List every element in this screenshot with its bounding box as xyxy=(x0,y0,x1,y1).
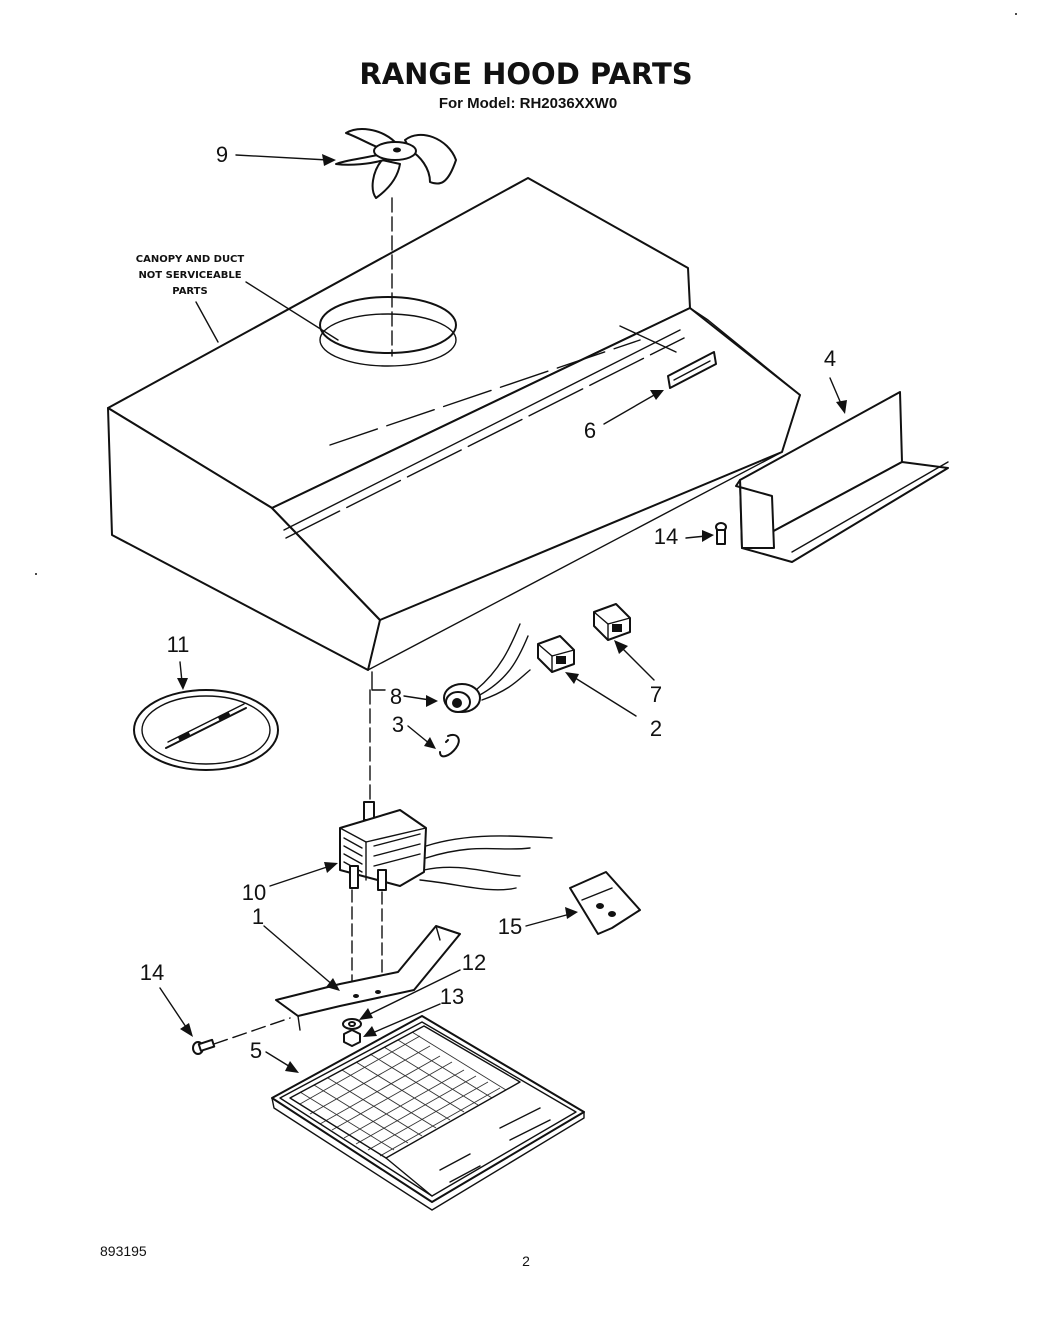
callout-5: 5 xyxy=(250,1038,262,1063)
page-number: 2 xyxy=(522,1253,530,1269)
callout-14-lower: 14 xyxy=(140,960,164,985)
scan-speck xyxy=(35,573,37,575)
fan-motor xyxy=(339,801,553,983)
callout-2: 2 xyxy=(650,716,662,741)
grease-filter xyxy=(271,1015,585,1211)
duct-damper xyxy=(735,391,949,563)
model-subtitle: For Model: RH2036XXW0 xyxy=(439,95,617,112)
callout-9: 9 xyxy=(216,142,228,167)
note-line-3: PARTS xyxy=(172,286,207,297)
note-line-2: NOT SERVICEABLE xyxy=(138,270,241,281)
callout-4: 4 xyxy=(824,346,836,371)
light-lens-ring xyxy=(133,689,279,771)
screw-lower xyxy=(192,1038,216,1055)
hood-canopy xyxy=(107,177,801,671)
switch-part-2 xyxy=(537,635,575,673)
wire-clip xyxy=(439,734,460,758)
callout-1: 1 xyxy=(252,904,264,929)
callout-14-upper: 14 xyxy=(654,524,678,549)
scan-speck xyxy=(1015,13,1017,15)
callout-11: 11 xyxy=(167,632,190,657)
switch-part-7 xyxy=(593,603,631,641)
callout-6: 6 xyxy=(584,418,596,443)
motor-bracket xyxy=(213,925,461,1045)
lamp-socket xyxy=(443,623,531,713)
callout-15: 15 xyxy=(498,914,522,939)
leader-lines xyxy=(159,154,847,1073)
callout-13: 13 xyxy=(440,984,464,1009)
washer-and-nut xyxy=(342,1018,362,1047)
callout-8: 8 xyxy=(390,684,402,709)
screw-upper xyxy=(715,522,727,545)
callout-10: 10 xyxy=(242,880,266,905)
callout-7: 7 xyxy=(650,682,662,707)
page-title: RANGE HOOD PARTS xyxy=(359,57,692,91)
note-line-1: CANOPY AND DUCT xyxy=(136,254,245,265)
mounting-bracket xyxy=(569,871,641,935)
callout-3: 3 xyxy=(392,712,404,737)
callout-labels: 1 2 3 4 5 6 7 8 9 10 11 12 13 14 14 15 xyxy=(140,142,836,1063)
doc-number: 893195 xyxy=(100,1243,147,1259)
filter-mesh xyxy=(299,1031,507,1157)
fan-blade xyxy=(335,128,457,357)
callout-12: 12 xyxy=(462,950,486,975)
